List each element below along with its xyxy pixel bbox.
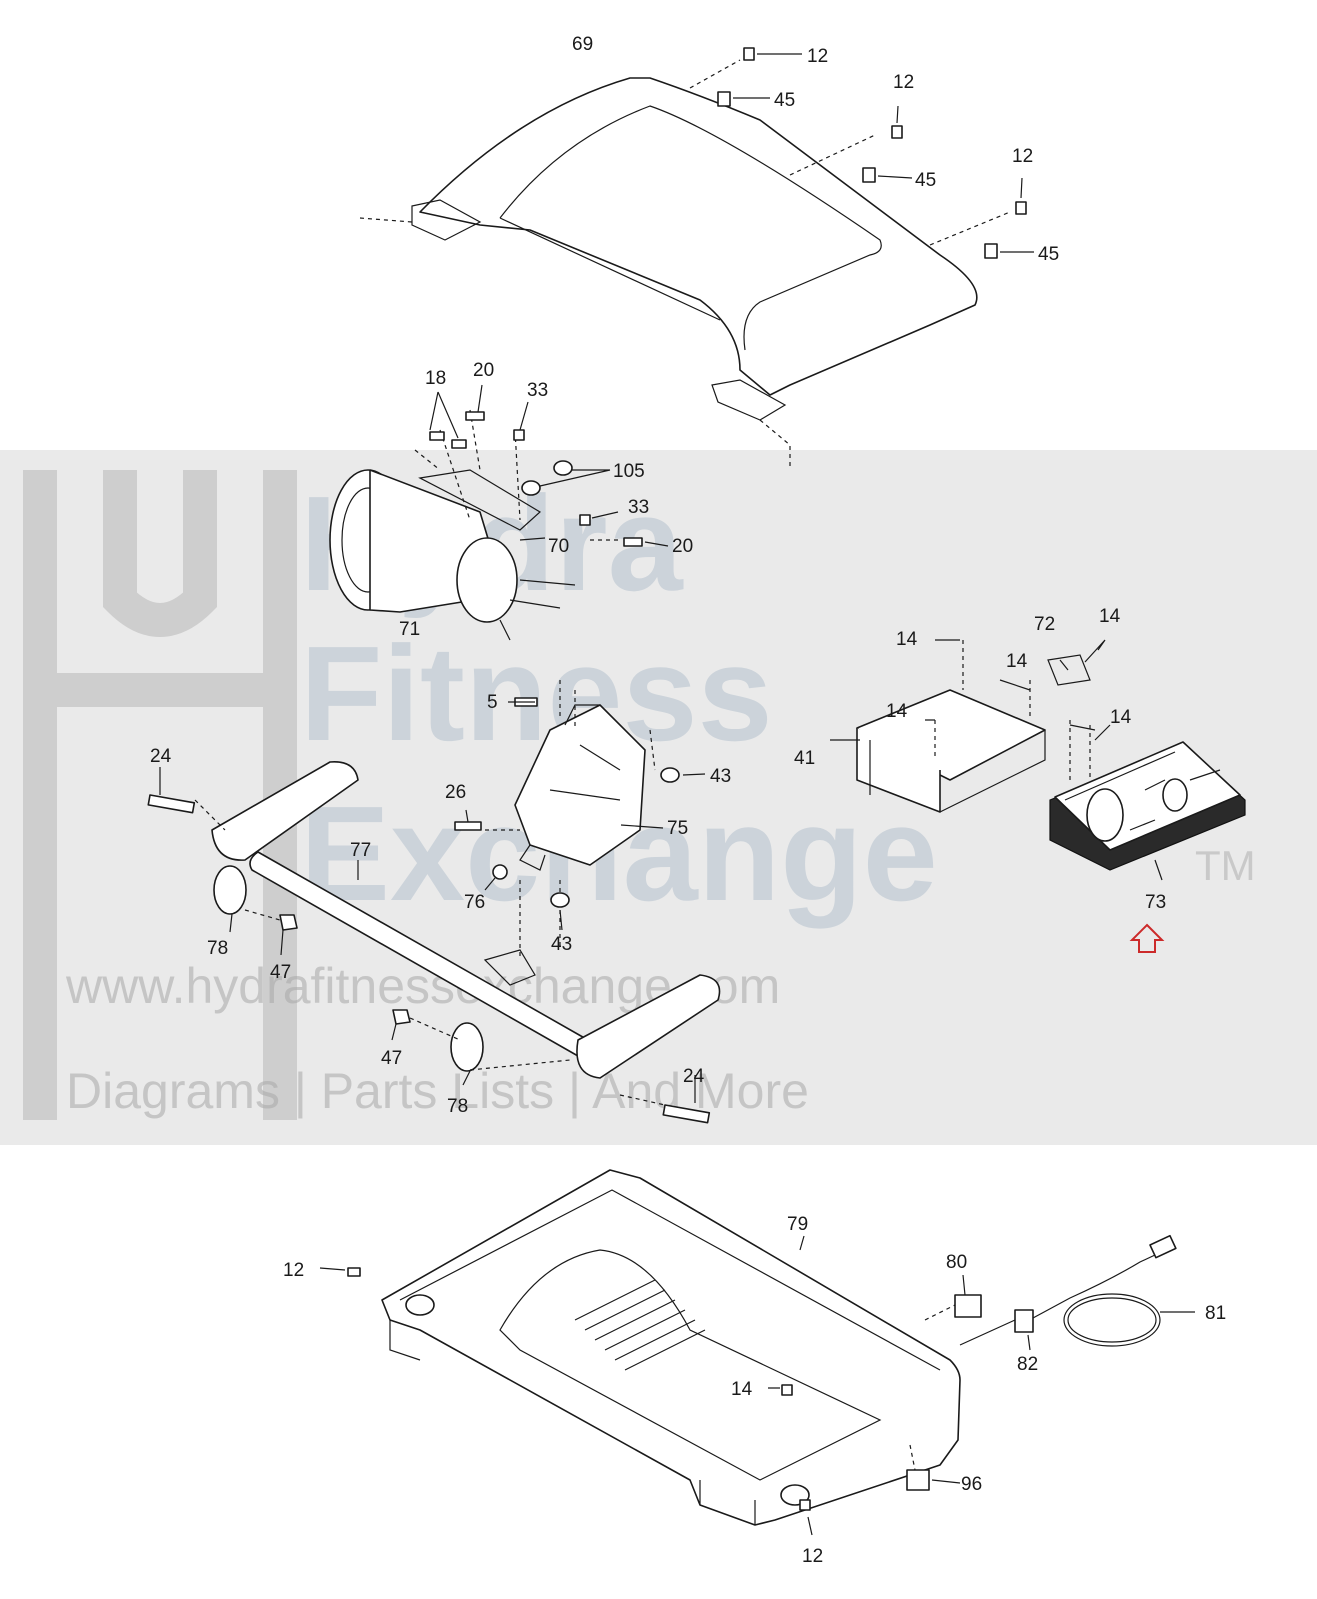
callout-72: 72 [1034, 614, 1055, 635]
highlight-arrow-icon [1129, 923, 1165, 953]
part-controller-bracket [830, 639, 1111, 813]
part-motor [329, 409, 620, 641]
callout-14: 14 [731, 1379, 753, 1400]
callout-45: 45 [1038, 244, 1059, 265]
callout-45: 45 [774, 90, 795, 111]
callout-105: 105 [613, 461, 645, 482]
part-controller-board [1049, 741, 1246, 953]
callout-76: 76 [464, 892, 485, 913]
callout-82: 82 [1017, 1354, 1038, 1375]
callout-5: 5 [487, 692, 498, 713]
callout-14: 14 [1006, 651, 1028, 672]
callout-43: 43 [710, 766, 731, 787]
callout-12: 12 [893, 72, 914, 93]
part-motor-cover-base [319, 1169, 961, 1536]
part-power-entry [906, 1234, 1195, 1491]
callout-78: 78 [447, 1096, 468, 1117]
callout-18: 18 [425, 368, 446, 389]
callout-12: 12 [1012, 146, 1033, 167]
callout-24: 24 [683, 1066, 705, 1087]
callout-70: 70 [548, 536, 569, 557]
hood-hardware [717, 47, 1034, 259]
callout-78: 78 [207, 938, 228, 959]
callout-71: 71 [399, 619, 420, 640]
callout-14: 14 [1099, 606, 1121, 627]
callout-45: 45 [915, 170, 936, 191]
callout-80: 80 [946, 1252, 967, 1273]
watermark-logo-icon [23, 470, 297, 1120]
callout-33: 33 [628, 497, 649, 518]
part-incline-motor [454, 680, 706, 960]
callout-81: 81 [1205, 1303, 1226, 1324]
callout-47: 47 [381, 1048, 402, 1069]
callout-69: 69 [572, 34, 593, 55]
part-motor-hood [359, 59, 1011, 470]
callout-73: 73 [1145, 892, 1166, 913]
callout-47: 47 [270, 962, 291, 983]
callout-96: 96 [961, 1474, 982, 1495]
callout-14: 14 [896, 629, 918, 650]
callout-26: 26 [445, 782, 466, 803]
callout-33: 33 [527, 380, 548, 401]
motor-hardware [429, 384, 669, 547]
callout-labels: 69 12 45 12 45 12 45 18 20 33 105 33 20 … [150, 34, 1226, 1567]
callout-77: 77 [350, 840, 371, 861]
callout-20: 20 [473, 360, 494, 381]
callout-41: 41 [794, 748, 815, 769]
callout-75: 75 [667, 818, 688, 839]
callout-43: 43 [551, 934, 572, 955]
callout-14: 14 [886, 701, 908, 722]
callout-24: 24 [150, 746, 172, 767]
callout-12: 12 [283, 1260, 304, 1281]
callout-12: 12 [802, 1546, 823, 1567]
callout-14: 14 [1110, 707, 1132, 728]
callout-20: 20 [672, 536, 693, 557]
watermark-tm: TM [1195, 842, 1256, 889]
callout-79: 79 [787, 1214, 808, 1235]
callout-12: 12 [807, 46, 828, 67]
part-incline-frame [147, 761, 721, 1124]
watermark-word-fitness: Fitness [300, 618, 773, 769]
